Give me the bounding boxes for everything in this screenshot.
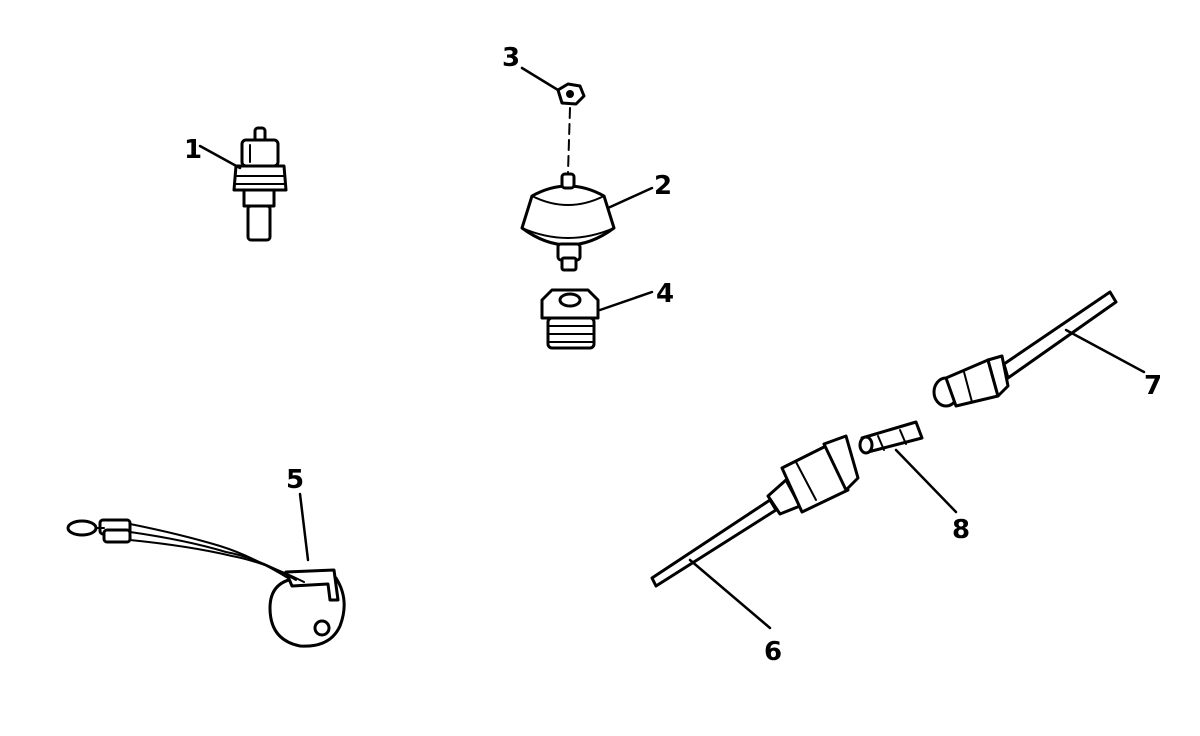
callout-1: 1 bbox=[184, 135, 202, 165]
part-4-adapter-fitting bbox=[540, 288, 600, 350]
callout-4: 4 bbox=[656, 279, 674, 309]
leader-5 bbox=[298, 492, 310, 562]
leader-2 bbox=[606, 186, 654, 210]
part-3-nut bbox=[556, 82, 586, 106]
part-7-fuse-holder-lead bbox=[932, 290, 1118, 408]
leader-7 bbox=[1064, 328, 1146, 374]
leader-8 bbox=[894, 448, 958, 514]
callout-7: 7 bbox=[1144, 371, 1162, 401]
part-8-fuse bbox=[858, 420, 924, 455]
callout-8: 8 bbox=[952, 515, 970, 545]
leader-6 bbox=[688, 558, 772, 630]
callout-6: 6 bbox=[764, 637, 782, 667]
part-5-warning-buzzer bbox=[66, 518, 346, 648]
callout-5: 5 bbox=[286, 465, 304, 495]
part-1-temperature-sender bbox=[232, 126, 288, 242]
callout-3: 3 bbox=[502, 43, 520, 73]
leader-4 bbox=[598, 290, 654, 312]
part-2-oil-pressure-sender bbox=[520, 172, 616, 272]
assembly-axis-line bbox=[567, 107, 571, 173]
part-6-fuse-holder-lead bbox=[650, 434, 860, 588]
callout-2: 2 bbox=[654, 171, 672, 201]
leader-3 bbox=[520, 66, 560, 92]
leader-1 bbox=[198, 144, 242, 170]
